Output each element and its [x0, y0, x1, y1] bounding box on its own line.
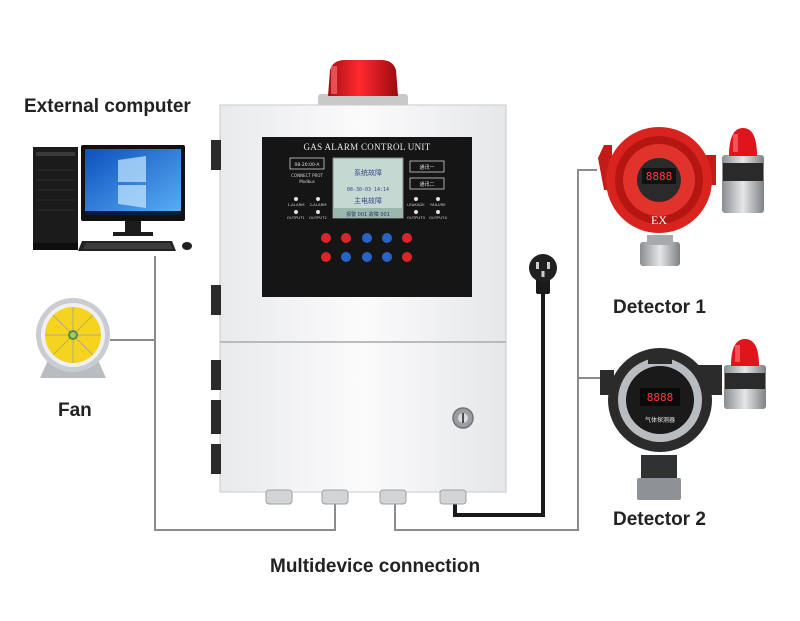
detector-2-label: 气体探测器	[645, 416, 675, 424]
computer-icon	[33, 145, 192, 251]
label-detector-1: Detector 1	[613, 297, 706, 318]
label-multidevice-connection: Multidevice connection	[270, 556, 481, 577]
control-cabinet: GAS ALARM CONTROL UNIT 系统故障 08-30-03 14:…	[211, 60, 507, 505]
panel-left-leds	[294, 197, 320, 214]
panel-right-leds	[414, 197, 440, 214]
lock-icon	[452, 407, 474, 429]
panel-button	[362, 252, 372, 262]
label-fan: Fan	[58, 400, 92, 421]
lcd-bottom: 报警 001 故障 001	[346, 211, 390, 218]
panel-right-box-1: 通讯一	[419, 164, 434, 171]
panel-button	[321, 252, 331, 262]
wire-detector-1	[394, 169, 597, 531]
ind-2-alarm: 2-ALARM	[309, 202, 326, 207]
ind-failure: FAILURE	[430, 202, 446, 207]
connection-wires	[110, 169, 600, 531]
lcd-line-2: 主电故障	[354, 196, 382, 205]
panel-button	[362, 233, 372, 243]
panel-title: GAS ALARM CONTROL UNIT	[303, 142, 430, 152]
panel-left-sub1: CONNECT PROT	[291, 173, 323, 178]
ind-output1: OUTPUT1	[287, 215, 305, 220]
fan-icon	[36, 298, 110, 378]
detector-1-icon: 8888 EX	[598, 127, 764, 266]
ind-output2: OUTPUT2	[309, 215, 327, 220]
alarm-beacon-icon	[318, 60, 408, 106]
detector-2-display: 8888	[647, 391, 674, 404]
label-external-computer: External computer	[24, 96, 191, 117]
detector-1-ex-mark: EX	[651, 213, 667, 227]
lcd-line-1: 系统故障	[354, 168, 382, 177]
panel-button	[402, 233, 412, 243]
panel-button	[402, 252, 412, 262]
power-cable	[453, 254, 557, 517]
detector-1-display: 8888	[646, 170, 673, 183]
label-detector-2: Detector 2	[613, 509, 706, 530]
ind-leakage: LEAKAGE	[407, 202, 425, 207]
panel-button	[321, 233, 331, 243]
ind-output4: OUTPUT4	[429, 215, 447, 220]
plug-icon	[529, 254, 557, 282]
panel-button	[341, 252, 351, 262]
lcd-time: 08-30-03 14:14	[347, 187, 389, 193]
panel-button	[341, 233, 351, 243]
panel-left-box: 08-20:00-A	[295, 162, 321, 168]
panel-buttons	[321, 233, 412, 262]
panel-right-box-2: 通讯二	[419, 181, 434, 188]
wire-computer	[154, 256, 336, 531]
ind-output3: OUTPUT3	[407, 215, 425, 220]
cable-glands	[265, 489, 467, 505]
ind-1-alarm: 1-ALARM	[287, 202, 304, 207]
panel-button	[382, 252, 392, 262]
panel-left-sub2: Modbus	[299, 179, 315, 184]
panel-button	[382, 233, 392, 243]
detector-2-icon: 8888 气体探测器	[600, 339, 766, 500]
